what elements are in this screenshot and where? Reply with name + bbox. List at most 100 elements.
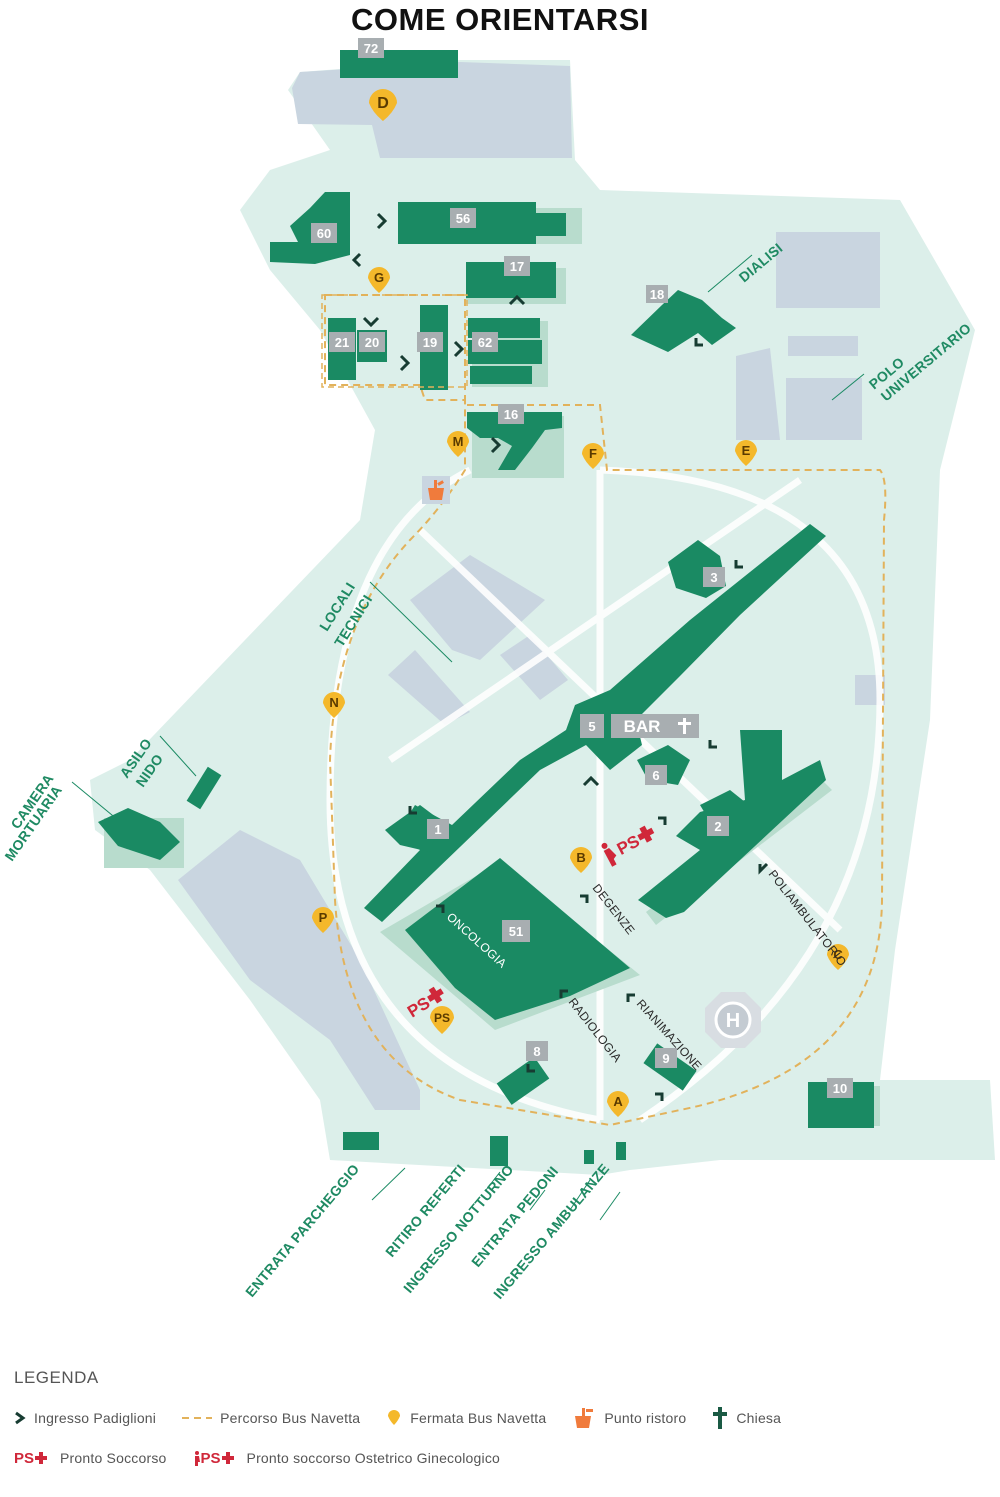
building-72-badge: 72 (358, 38, 384, 58)
entrance-labels (371, 1167, 621, 1221)
entrance-chevron-icon (758, 862, 769, 875)
legend-item-chiesa: Chiesa (712, 1406, 781, 1430)
building-8-badge: 8 (526, 1041, 548, 1061)
entrance-chevron-icon (453, 340, 465, 358)
shuttle-stop-g: G (368, 267, 390, 293)
entrance-chevron-icon (399, 354, 411, 372)
church-cross-icon (712, 1406, 728, 1430)
ristoro-icon (572, 1406, 596, 1430)
svg-text:D: D (377, 95, 389, 112)
svg-text:A: A (613, 1094, 623, 1109)
entrance-chevron-icon (362, 316, 380, 328)
svg-text:20: 20 (365, 335, 379, 350)
svg-text:17: 17 (510, 259, 524, 274)
svg-text:P: P (319, 910, 328, 925)
svg-text:H: H (726, 1010, 740, 1032)
svg-text:G: G (374, 270, 384, 285)
red-cross-icon (637, 825, 655, 843)
bar-badge: BAR (611, 714, 699, 738)
shuttle-stop-n: N (323, 692, 345, 718)
legend-title: LEGENDA (14, 1368, 99, 1387)
entrance-chevron-icon (626, 993, 635, 1002)
page-title: COME ORIENTARSI (351, 2, 649, 37)
ps-symbol: PS (14, 1450, 48, 1467)
building-19-badge: 19 (417, 332, 443, 352)
legend-item-percorso: Percorso Bus Navetta (182, 1410, 360, 1426)
building-1-badge: 1 (427, 819, 449, 839)
svg-text:PS: PS (434, 1011, 450, 1025)
entrance-chevron-icon (580, 894, 589, 903)
svg-text:2: 2 (714, 819, 721, 834)
entrance-chevron-icon (658, 816, 667, 825)
svg-text:M: M (453, 434, 464, 449)
building-21-badge: 21 (329, 332, 355, 352)
campus-map: 72 56 60 17 18 21 20 19 62 16 3 5 BAR 6 … (1, 38, 995, 1302)
svg-text:F: F (589, 446, 597, 461)
church-icon (678, 718, 691, 734)
svg-text:5: 5 (588, 719, 595, 734)
building-18-badge: 18 (646, 285, 668, 303)
svg-text:18: 18 (650, 287, 664, 302)
shuttle-stop-d: D (369, 89, 397, 121)
svg-text:E: E (742, 443, 751, 458)
technical-areas (178, 62, 885, 1110)
shuttle-stop-ps: PS (430, 1006, 454, 1034)
entrance-chevron-icon (526, 1064, 535, 1073)
entrance-parcheggio-label: ENTRATA PARCHEGGIO (242, 1161, 362, 1300)
building-16-badge: 16 (498, 404, 524, 424)
entrance-chevron-icon (376, 212, 388, 230)
shuttle-stop-b: B (570, 847, 592, 873)
pregnant-woman-icon (601, 842, 617, 867)
svg-text:21: 21 (335, 335, 349, 350)
entrance-chevron-icon (436, 904, 445, 913)
entrance-chevron-icon (351, 252, 362, 268)
legend-row-1: Ingresso Padiglioni Percorso Bus Navetta… (14, 1406, 984, 1430)
shuttle-stop-p: P (312, 907, 334, 933)
svg-text:N: N (329, 695, 338, 710)
svg-text:BAR: BAR (624, 717, 661, 736)
shuttle-stop-e: E (735, 440, 757, 466)
helipad: H (705, 992, 761, 1048)
legend-item-fermata: Fermata Bus Navetta (386, 1408, 546, 1428)
entrance-pedoni-label: ENTRATA PEDONI (468, 1163, 561, 1270)
building-20-badge: 20 (359, 332, 385, 352)
shuttle-stops: D G M F E N B P C PS A (312, 89, 849, 1117)
building-9-badge: 9 (655, 1048, 677, 1068)
svg-text:19: 19 (423, 335, 437, 350)
building-17-badge: 17 (504, 256, 530, 276)
svg-text:10: 10 (833, 1081, 847, 1096)
walkways (326, 466, 884, 1124)
entrance-chevron-icon (490, 436, 502, 454)
building-group-outline (321, 294, 468, 388)
svg-text:3: 3 (710, 570, 717, 585)
shuttle-stop-a: A (607, 1091, 629, 1117)
entrance-markers (351, 212, 769, 1101)
entrance-chevron-icon (694, 338, 703, 347)
building-60-badge: 60 (311, 223, 337, 243)
shuttle-stop-f: F (582, 443, 604, 469)
legend-item-ingresso: Ingresso Padiglioni (14, 1410, 156, 1426)
ristoro-icon (422, 476, 450, 504)
entrance-chevron-icon (582, 775, 600, 787)
legend-row-2: PS Pronto Soccorso PS Pronto soccorso Os… (14, 1446, 984, 1470)
entrance-referti-label: RITIRO REFERTI (382, 1161, 468, 1260)
entrance-chevron-icon (559, 989, 568, 998)
svg-text:72: 72 (364, 41, 378, 56)
entrance-chevron-icon (408, 806, 417, 815)
legend-item-pronto-soccorso: PS Pronto Soccorso (14, 1449, 167, 1467)
entrance-chevron-icon (655, 1092, 664, 1101)
entrance-chevron-icon (734, 560, 743, 569)
svg-text:16: 16 (504, 407, 518, 422)
shuttle-route (324, 294, 887, 1127)
bus-stop-pin-icon (386, 1408, 402, 1428)
entrance-chevron-icon (508, 294, 526, 306)
building-badges: 72 56 60 17 18 21 20 19 62 16 3 5 BAR 6 … (311, 38, 853, 1098)
entrance-chevron-icon (708, 740, 717, 749)
red-cross-icon (35, 1452, 48, 1464)
shuttle-stop-c: C (827, 944, 849, 970)
svg-text:51: 51 (509, 924, 523, 939)
dashed-route-icon (182, 1415, 213, 1421)
building-2-badge: 2 (707, 816, 729, 836)
building-10-badge: 10 (827, 1078, 853, 1098)
building-62-badge: 62 (472, 332, 498, 352)
